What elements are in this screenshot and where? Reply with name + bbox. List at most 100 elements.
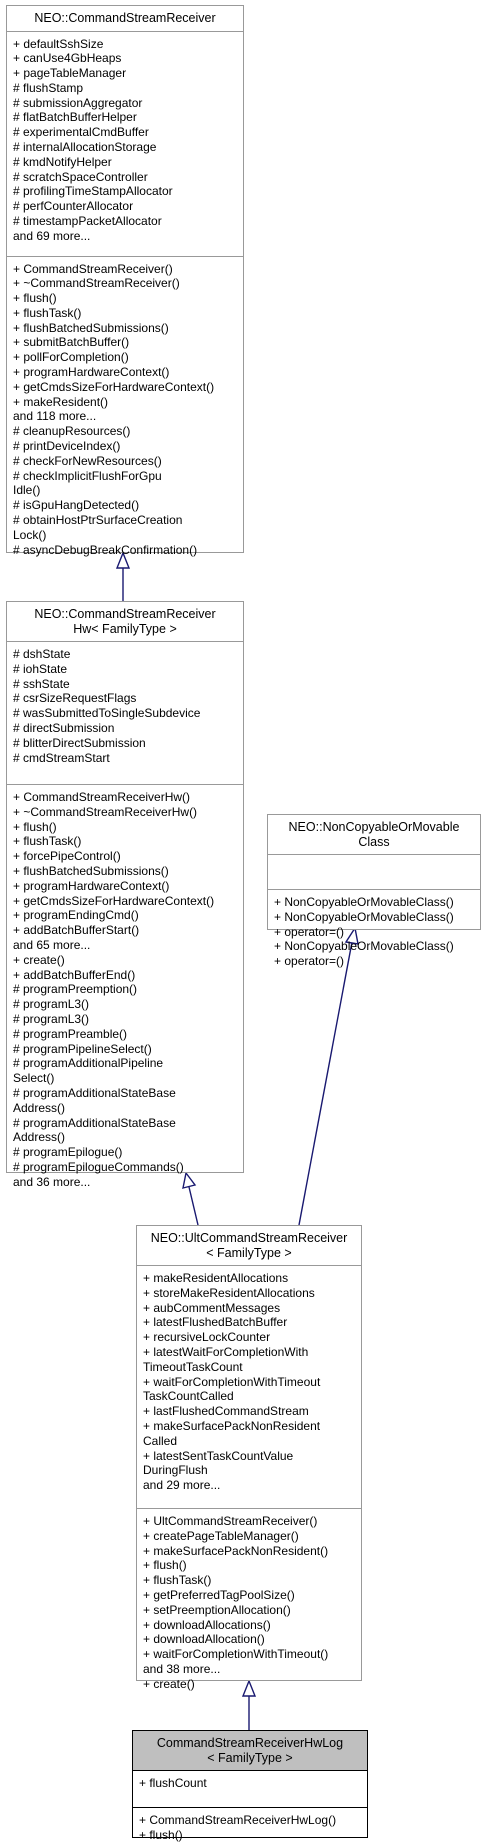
method: + downloadAllocations() — [143, 1617, 271, 1632]
method: + CommandStreamReceiverHw() — [13, 790, 191, 804]
method: + flush() — [139, 1827, 183, 1842]
attribute: # directSubmission — [13, 720, 115, 735]
method: + flushTask() — [143, 1573, 212, 1588]
method: + operator=() — [274, 924, 345, 939]
method: # obtainHostPtrSurfaceCreation — [13, 513, 183, 528]
method: and 36 more... — [13, 1174, 91, 1189]
method: + NonCopyableOrMovableClass() — [274, 939, 454, 954]
attribute: + makeSurfacePackNonResident — [143, 1418, 321, 1433]
method: + setPreemptionAllocation() — [143, 1602, 291, 1617]
method: + flushTask() — [13, 305, 82, 320]
inherit-arrow-ultcsr — [241, 1679, 257, 1697]
attribute: + flushCount — [139, 1776, 207, 1790]
class-title: NEO::UltCommandStreamReceiver < FamilyTy… — [150, 1231, 348, 1260]
attributes-section: + makeResidentAllocations + storeMakeRes… — [137, 1265, 361, 1508]
attribute: + canUse4GbHeaps — [13, 51, 122, 66]
attribute: + makeResidentAllocations — [143, 1271, 289, 1285]
method: # checkForNewResources() — [13, 453, 162, 468]
method: # programL3() — [13, 997, 90, 1012]
method: + ~CommandStreamReceiver() — [13, 276, 180, 291]
method: + create() — [143, 1676, 195, 1691]
method: + forcePipeControl() — [13, 849, 121, 864]
method: + getCmdsSizeForHardwareContext() — [13, 893, 215, 908]
method: + operator=() — [274, 954, 345, 969]
attribute: and 69 more... — [13, 228, 91, 243]
method: + makeSurfacePackNonResident() — [143, 1543, 329, 1558]
attribute: + latestWaitForCompletionWith — [143, 1344, 309, 1359]
edge-ultcsr-to-csrhw — [188, 1186, 199, 1226]
attribute: # iohState — [13, 661, 68, 676]
attributes-section: + defaultSshSize + canUse4GbHeaps + page… — [7, 30, 243, 256]
method: + addBatchBufferEnd() — [13, 967, 136, 982]
attribute: # internalAllocationStorage — [13, 140, 157, 155]
method: # programL3() — [13, 1011, 90, 1026]
method: + addBatchBufferStart() — [13, 923, 140, 938]
class-title: NEO::CommandStreamReceiver — [34, 11, 216, 25]
class-command-stream-receiver[interactable]: NEO::CommandStreamReceiver + defaultSshS… — [6, 5, 244, 557]
method: + waitForCompletionWithTimeout() — [143, 1647, 329, 1662]
attribute: # scratchSpaceController — [13, 169, 148, 184]
attribute: # sshState — [13, 676, 70, 691]
edge-ultcsr-to-noncopy — [298, 941, 353, 1226]
attribute: # submissionAggregator — [13, 95, 143, 110]
method: Select() — [13, 1071, 55, 1086]
attributes-section: + flushCount — [133, 1770, 367, 1807]
method: + NonCopyableOrMovableClass() — [274, 895, 454, 909]
attribute: # timestampPacketAllocator — [13, 214, 162, 229]
attribute: # perfCounterAllocator — [13, 199, 134, 214]
method: and 118 more... — [13, 409, 97, 424]
attribute: # kmdNotifyHelper — [13, 154, 112, 169]
inherit-arrow-csrhw — [182, 1171, 197, 1189]
attributes-section: # dshState # iohState # sshState # csrSi… — [7, 641, 243, 784]
method: # programPipelineSelect() — [13, 1041, 152, 1056]
method: + programHardwareContext() — [13, 878, 170, 893]
method: Address() — [13, 1130, 66, 1145]
attribute: # experimentalCmdBuffer — [13, 125, 149, 140]
method: + getPreferredTagPoolSize() — [143, 1587, 295, 1602]
method: + NonCopyableOrMovableClass() — [274, 909, 454, 924]
attribute: # blitterDirectSubmission — [13, 735, 146, 750]
attribute: # flatBatchBufferHelper — [13, 110, 137, 125]
method: + flushBatchedSubmissions() — [13, 320, 169, 335]
method: + UltCommandStreamReceiver() — [143, 1514, 318, 1528]
methods-section: + CommandStreamReceiverHw() + ~CommandSt… — [7, 784, 243, 1195]
attribute: + latestSentTaskCountValue — [143, 1448, 294, 1463]
method: # programPreemption() — [13, 982, 138, 997]
method: # isGpuHangDetected() — [13, 498, 140, 513]
inherit-arrow-csr — [115, 551, 131, 569]
method: + create() — [13, 952, 65, 967]
method: Idle() — [13, 483, 41, 498]
attribute: + defaultSshSize — [13, 36, 104, 51]
method: + createPageTableManager() — [143, 1528, 299, 1543]
method: + pollForCompletion() — [13, 350, 129, 365]
class-command-stream-receiver-hw[interactable]: NEO::CommandStreamReceiver Hw< FamilyTyp… — [6, 601, 244, 1189]
class-non-copyable-or-movable[interactable]: NEO::NonCopyableOrMovable Class + NonCop… — [267, 814, 481, 968]
class-title: NEO::NonCopyableOrMovable Class — [288, 820, 460, 849]
attribute: + pageTableManager — [13, 66, 127, 81]
attribute: Called — [143, 1433, 178, 1448]
method: # cleanupResources() — [13, 424, 131, 439]
method: + makeResident() — [13, 394, 109, 409]
attributes-section — [268, 854, 480, 889]
method: + getCmdsSizeForHardwareContext() — [13, 379, 215, 394]
methods-section: + UltCommandStreamReceiver() + createPag… — [137, 1508, 361, 1697]
method: + CommandStreamReceiver() — [13, 261, 173, 276]
attribute: + storeMakeResidentAllocations — [143, 1285, 315, 1300]
attribute: DuringFlush — [143, 1463, 208, 1478]
method: # programEpilogueCommands() — [13, 1159, 184, 1174]
attribute: + waitForCompletionWithTimeout — [143, 1374, 321, 1389]
method: + flush() — [13, 291, 57, 306]
method: # checkImplicitFlushForGpu — [13, 468, 162, 483]
class-command-stream-receiver-hw-log[interactable]: CommandStreamReceiverHwLog < FamilyType … — [132, 1730, 368, 1842]
method: + programEndingCmd() — [13, 908, 139, 923]
methods-section: + CommandStreamReceiverHwLog() + flush() — [133, 1807, 367, 1848]
method: # programPreamble() — [13, 1026, 128, 1041]
class-ult-command-stream-receiver[interactable]: NEO::UltCommandStreamReceiver < FamilyTy… — [136, 1225, 362, 1691]
method: Lock() — [13, 527, 47, 542]
attribute: # cmdStreamStart — [13, 750, 110, 765]
class-title: NEO::CommandStreamReceiver Hw< FamilyTyp… — [34, 607, 216, 636]
attribute: TaskCountCalled — [143, 1389, 234, 1404]
attribute: # profilingTimeStampAllocator — [13, 184, 173, 199]
method: + programHardwareContext() — [13, 365, 170, 380]
